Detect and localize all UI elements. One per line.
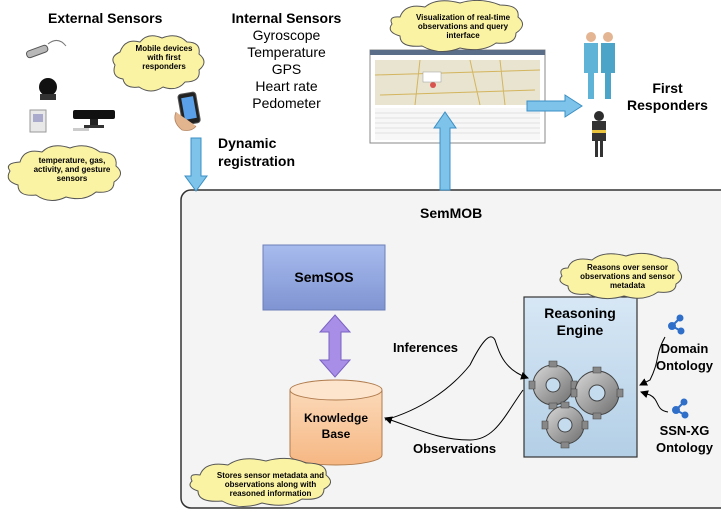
observations-label: Observations — [413, 441, 497, 456]
right-arrow — [526, 94, 583, 118]
internal-sensor-heart-rate: Heart rate — [255, 78, 318, 94]
internal-sensor-gps: GPS — [271, 61, 302, 77]
inferences-curve — [384, 336, 529, 421]
purple-double-arrow — [318, 314, 352, 378]
inferences-label: Inferences — [393, 340, 459, 355]
temperature-sensor-icon — [39, 78, 57, 100]
knowledge-base-cylinder — [289, 379, 383, 466]
internal-sensor-gyroscope: Gyroscope — [252, 27, 321, 43]
semsos-label: SemSOS — [294, 269, 354, 285]
first-responders-label: First Responders — [627, 80, 708, 113]
internal-sensors-block: Internal Sensors Gyroscope Temperature G… — [219, 10, 354, 112]
ssn-ontology-icon — [672, 398, 689, 419]
external-cloud-text: temperature, gas, activity, and gesture … — [33, 156, 111, 183]
down-arrow — [184, 137, 208, 192]
external-sensors-cloud — [7, 145, 121, 201]
gears-icon — [528, 360, 624, 449]
semsos-box — [262, 244, 386, 311]
activity-sensor-icon — [29, 109, 47, 133]
domain-ontology-connector — [639, 336, 666, 386]
gas-sensor-icon — [25, 40, 67, 59]
mobile-cloud-text: Mobile devices with first responders — [135, 44, 193, 71]
reasoning-engine-label: Reasoning Engine — [544, 305, 616, 338]
dynamic-registration-label: Dynamic registration — [218, 135, 296, 169]
internal-sensor-pedometer: Pedometer — [252, 95, 321, 111]
first-responder-figures — [584, 32, 615, 157]
domain-ontology-label: Domain Ontology — [655, 341, 714, 373]
observations-curve — [384, 389, 524, 441]
domain-ontology-icon — [668, 314, 685, 335]
internal-sensors-title: Internal Sensors — [231, 10, 342, 26]
semmob-title: SemMOB — [420, 205, 483, 221]
mobile-devices-cloud — [112, 35, 205, 92]
knowledge-base-label: Knowledge Base — [303, 411, 368, 441]
ssn-ontology-label: SSN-XG Ontology — [655, 423, 714, 455]
kb-cloud-text: Stores sensor metadata and observations … — [216, 471, 325, 498]
kinect-sensor-icon — [73, 110, 115, 131]
visualization-screenshot — [369, 49, 546, 144]
visualization-cloud-text: Visualization of real-time observations … — [415, 13, 511, 40]
internal-sensor-temperature: Temperature — [247, 44, 326, 60]
reasoning-cloud — [559, 252, 682, 300]
ssn-ontology-connector — [640, 390, 669, 413]
smartphone-icon — [174, 91, 201, 131]
reasoning-cloud-text: Reasons over sensor observations and sen… — [580, 263, 675, 290]
knowledge-base-cloud — [189, 457, 331, 507]
up-arrow — [433, 111, 457, 191]
visualization-cloud — [389, 0, 523, 52]
external-sensors-title: External Sensors — [48, 10, 163, 26]
